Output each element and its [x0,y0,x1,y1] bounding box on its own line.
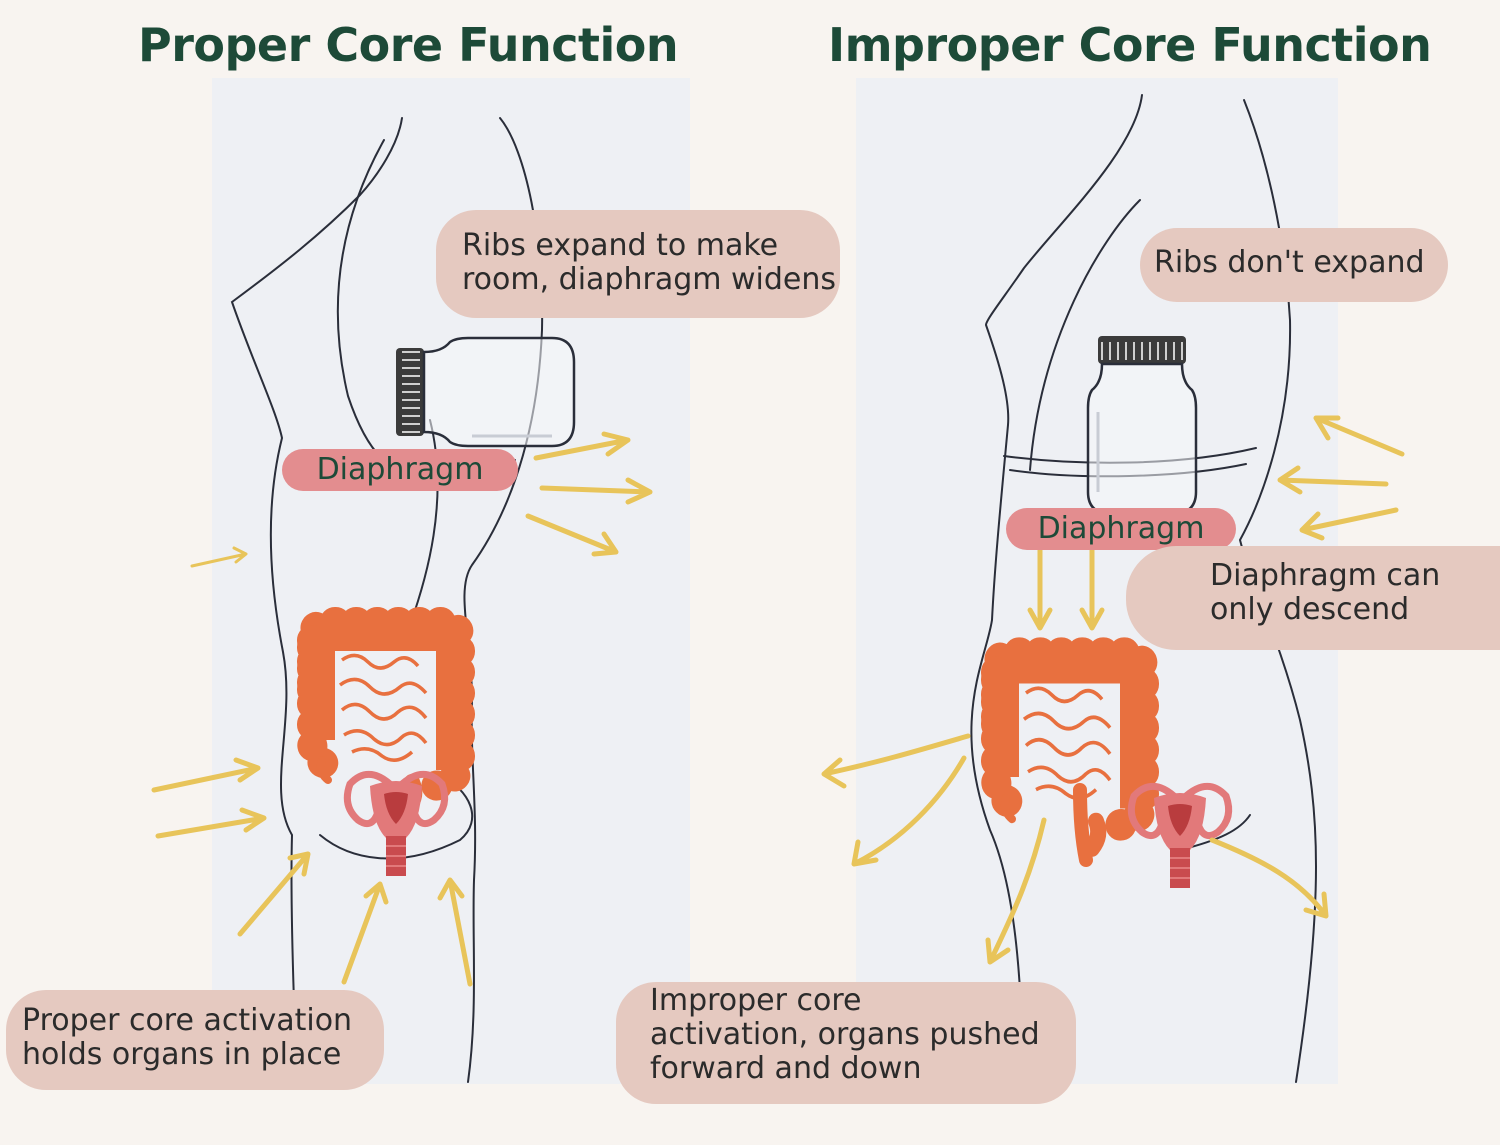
arrow-icon [190,546,248,568]
arrow-icon [151,757,261,793]
arrow-icon [851,755,967,867]
right-panel-title: Improper Core Function [828,18,1432,72]
note-line: forward and down [650,1051,922,1086]
arrow-icon [237,851,311,937]
arrow-icon [437,877,473,987]
note-line: Proper core activation [22,1003,353,1038]
arrow-icon [1313,415,1405,457]
note-line: Ribs don't expand [1154,245,1425,280]
arrow-icon [985,817,1047,965]
ribs-expand-note: Ribs expand to make room, diaphragm wide… [436,210,840,318]
jar-icon [394,336,576,448]
note-line: Ribs expand to make [462,228,779,263]
left-panel-title: Proper Core Function [138,18,679,72]
note-line: Improper core [650,983,862,1018]
note-line: holds organs in place [22,1037,342,1072]
arrow-icon [1299,507,1399,541]
ribs-dont-expand-note: Ribs don't expand [1140,228,1448,302]
note-line: only descend [1210,592,1410,627]
note-line: activation, organs pushed [650,1017,1040,1052]
intestine-icon [996,653,1144,848]
diaphragm-label: Diaphragm [282,449,518,491]
arrow-icon [1027,543,1053,631]
proper-activation-note: Proper core activation holds organs in p… [6,990,384,1090]
arrow-icon [155,807,267,839]
arrow-icon [821,733,971,789]
arrow-icon [341,881,389,985]
arrow-icon [1277,465,1389,495]
diaphragm-label: Diaphragm [1006,508,1236,550]
arrow-icon [539,477,653,505]
improper-activation-note: Improper core activation, organs pushed … [616,982,1076,1104]
arrow-icon [533,431,631,461]
arrow-icon [525,513,619,557]
note-line: room, diaphragm widens [462,262,837,297]
note-line: Diaphragm can [1210,558,1441,593]
jar-icon [1086,334,1198,516]
arrow-icon [1079,543,1105,631]
arrow-icon [1209,837,1329,919]
diaphragm-descend-note: Diaphragm can only descend [1126,546,1500,650]
